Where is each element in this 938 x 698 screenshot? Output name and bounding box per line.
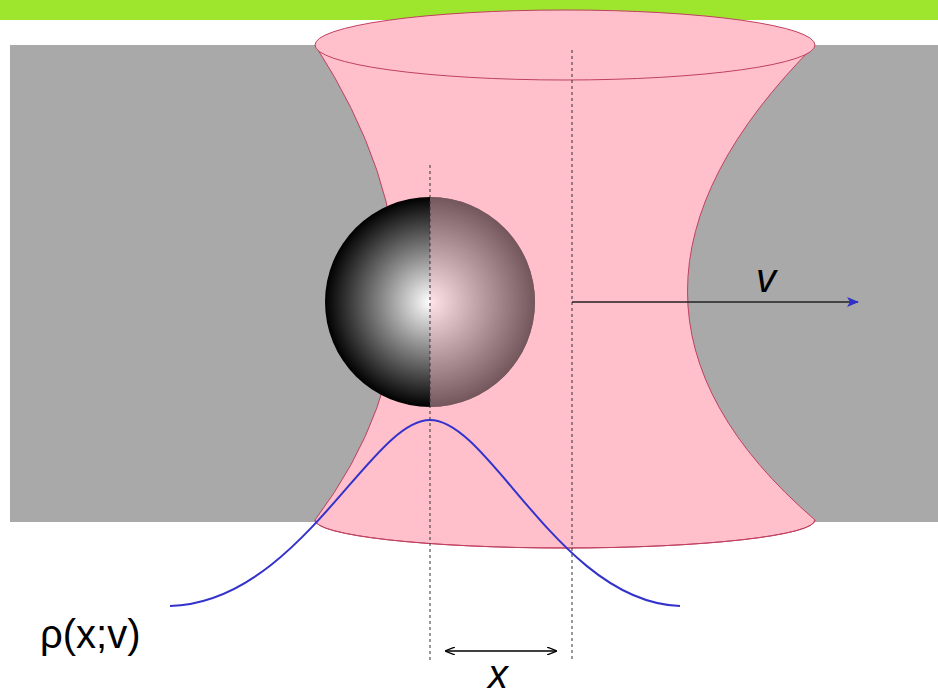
beam-bottom [315,520,815,548]
density-curve [170,420,680,606]
density-label: ρ(x;v) [40,614,141,654]
displacement-label: x [488,654,508,694]
sphere-axis [430,165,431,660]
laser-beam [315,45,815,548]
sphere-overlay [430,190,540,420]
beam-axis [572,50,573,660]
velocity-label: v [756,258,776,298]
displacement-arrow [446,650,556,651]
velocity-arrow [572,301,858,302]
beam-top [315,10,815,80]
